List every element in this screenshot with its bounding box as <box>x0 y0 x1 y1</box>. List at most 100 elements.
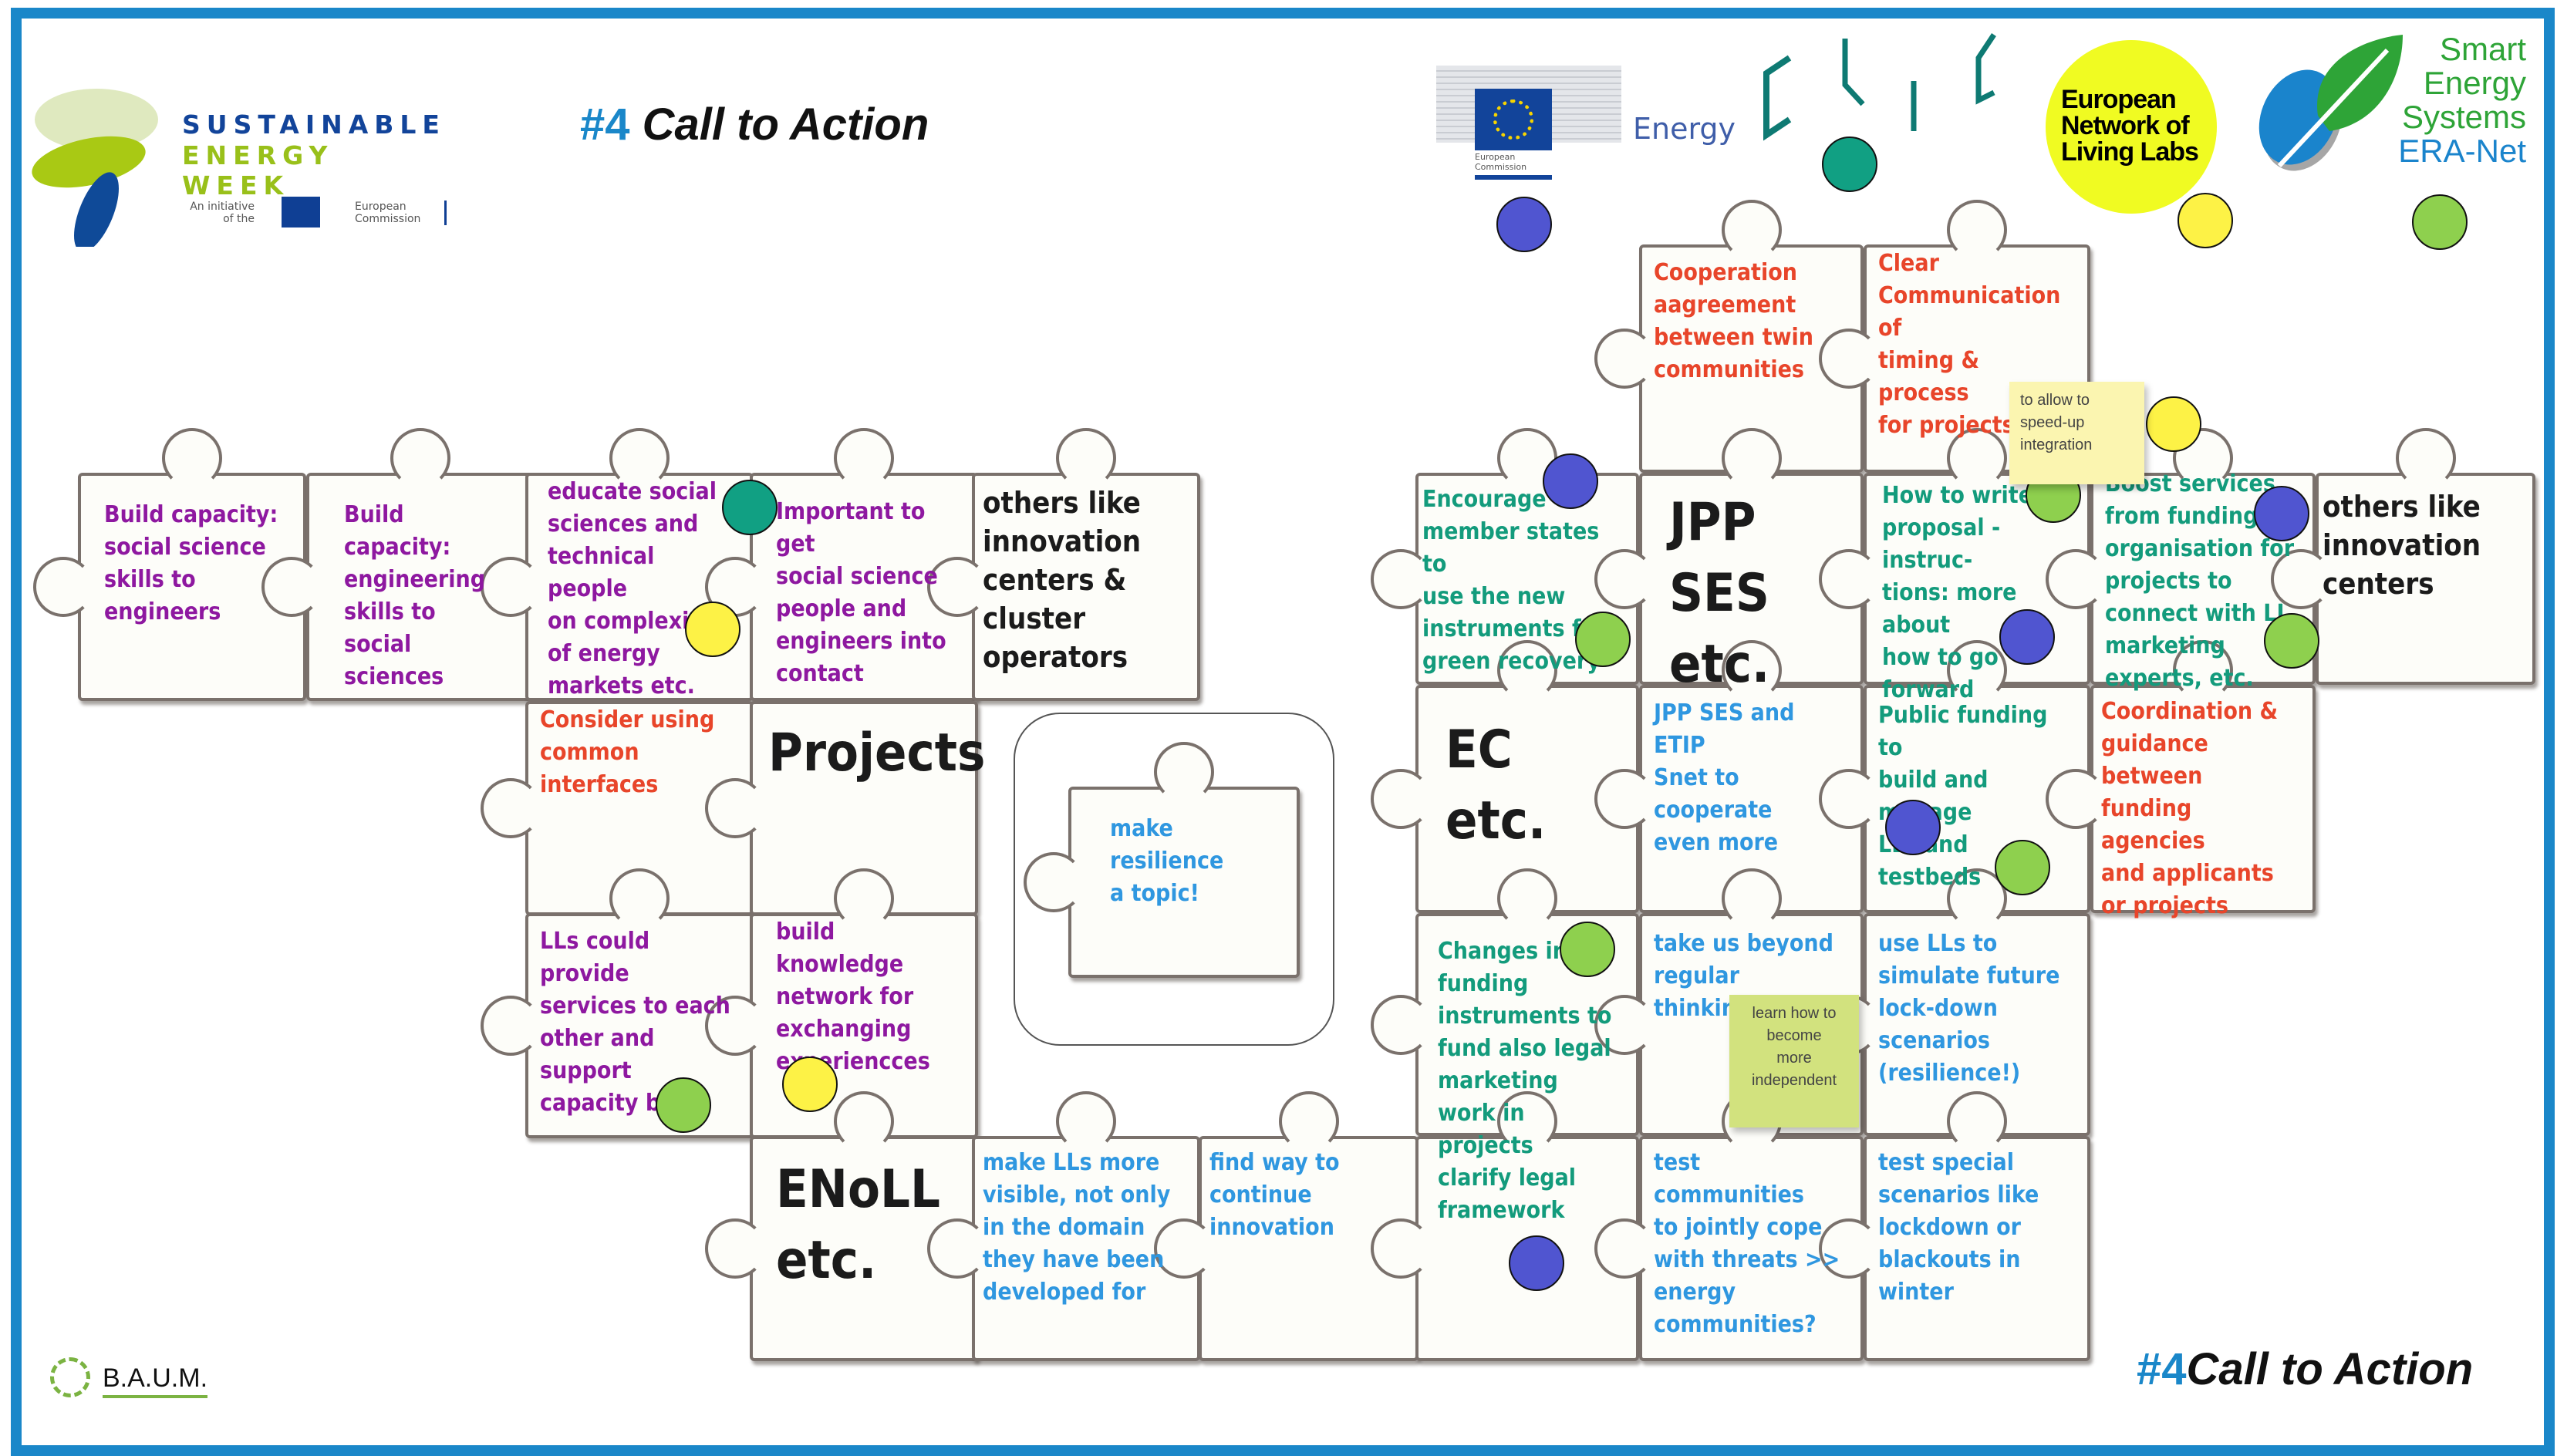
puzzle-tab <box>1721 200 1782 260</box>
sew-line2: ENERGY WEEK <box>182 140 334 201</box>
vote-dot[interactable] <box>1822 136 1877 192</box>
vote-dot[interactable] <box>1999 609 2055 665</box>
puzzle-tab <box>1278 1091 1339 1151</box>
eu-flag-icon <box>1475 89 1552 150</box>
puzzle-piece-text: find way to continue innovation <box>1209 1149 1340 1241</box>
puzzle-piece-text: take us beyond regular thinking! <box>1654 930 1833 1022</box>
puzzle-piece: educate social sciences and technical pe… <box>481 428 754 701</box>
puzzle-piece: LLs could provide services to each other… <box>481 868 754 1138</box>
vote-dot[interactable] <box>2146 396 2201 452</box>
puzzle-piece-text: use LLs to simulate future lock-down sce… <box>1878 930 2060 1087</box>
puzzle-piece-text: Consider using common interfaces <box>540 706 715 798</box>
puzzle-tab <box>1371 1218 1431 1279</box>
puzzle-piece-text: build knowledge network for exchanging e… <box>776 918 930 1075</box>
vote-dot[interactable] <box>2254 486 2309 541</box>
puzzle-piece: others like innovation centers <box>2271 428 2535 685</box>
puzzle-piece-text: clarify legal framework <box>1438 1164 1577 1224</box>
puzzle-piece: make LLs more visible, not only in the d… <box>927 1091 1200 1361</box>
sew-line1: SUSTAINABLE <box>182 110 446 140</box>
vote-dot[interactable] <box>2264 613 2319 669</box>
baum-label: B.A.U.M. <box>103 1363 208 1398</box>
puzzle-piece: Cooperation aagreement between twin comm… <box>1594 200 1864 473</box>
vote-dot[interactable] <box>1885 800 1941 855</box>
puzzle-piece: others like innovation centers & cluster… <box>927 428 1200 701</box>
ses-line2: Energy <box>2423 65 2526 101</box>
ec-energy-label: Energy <box>1633 112 1736 146</box>
vote-dot[interactable] <box>1560 922 1615 977</box>
highlight-puzzle-piece-text: make resilience a topic! <box>1110 815 1224 907</box>
puzzle-tab <box>1947 1091 2007 1151</box>
sticky-note[interactable]: learn how to become more independent <box>1729 995 1859 1127</box>
puzzle-tab <box>1819 548 1879 609</box>
puzzle-piece-text: Projects <box>768 723 986 784</box>
vote-dot[interactable] <box>685 602 740 657</box>
vote-dot[interactable] <box>1496 197 1552 252</box>
puzzle-piece: Boost services from funding organisation… <box>2046 428 2316 692</box>
puzzle-tab <box>1819 1218 1879 1279</box>
sticky-note[interactable]: to allow to speed-up integration <box>2009 382 2144 484</box>
ses-line3: Systems <box>2401 99 2526 135</box>
clic-logo <box>1763 33 1996 141</box>
puzzle-tab <box>1947 428 2007 488</box>
puzzle-tab <box>1371 548 1431 609</box>
sew-initiative: An initiative of the <box>190 201 255 225</box>
puzzle-piece-text: Build capacity: social science skills to… <box>104 501 278 625</box>
baum-leaf-icon <box>50 1357 90 1397</box>
puzzle-tab <box>1721 428 1782 488</box>
puzzle-piece: Public funding to build and manage LLs a… <box>1819 640 2090 913</box>
puzzle-piece-text: Clear Communication of timing & process … <box>1878 250 2061 439</box>
ec-caption: European Commission <box>1475 152 1527 172</box>
vote-dot[interactable] <box>1543 453 1598 509</box>
puzzle-tab <box>1721 868 1782 929</box>
puzzle-tab <box>1594 994 1655 1055</box>
vote-dot[interactable] <box>722 480 778 535</box>
ses-line1: Smart <box>2439 31 2526 67</box>
page-title: #4 Call to Action <box>580 99 929 150</box>
puzzle-tab <box>2173 640 2233 700</box>
puzzle-tab <box>261 557 322 617</box>
puzzle-tab <box>1056 1091 1116 1151</box>
puzzle-piece-text: JPP SES and ETIP Snet to cooperate even … <box>1654 699 1795 856</box>
puzzle-tab <box>927 557 987 617</box>
highlight-box <box>1014 713 1334 1046</box>
puzzle-piece-text: make LLs more visible, not only in the d… <box>983 1149 1171 1306</box>
puzzle-piece: JPP SES etc. <box>1594 428 1864 695</box>
puzzle-tab <box>162 428 222 488</box>
eu-flag-icon <box>282 197 320 228</box>
sticky-note-text: learn how to become more independent <box>1751 1005 1837 1089</box>
smart-energy-systems-logo: Smart Energy Systems ERA-Net <box>2248 31 2526 177</box>
puzzle-tab <box>1819 329 1879 389</box>
puzzle-piece-text: others like innovation centers <box>2323 490 2481 601</box>
puzzle-piece: test special scenarios like lockdown or … <box>1819 1091 2090 1361</box>
puzzle-tab <box>33 557 93 617</box>
puzzle-tab <box>834 428 894 488</box>
vote-dot[interactable] <box>1995 840 2050 895</box>
puzzle-tab <box>1947 640 2007 700</box>
vote-dot[interactable] <box>1509 1235 1564 1291</box>
puzzle-tab <box>1594 769 1655 829</box>
vote-dot[interactable] <box>1575 612 1631 667</box>
ses-leaf-icon <box>2258 35 2403 171</box>
puzzle-tab <box>705 778 765 838</box>
vote-dot[interactable] <box>782 1057 838 1112</box>
puzzle-tab <box>1721 640 1782 700</box>
vote-dot[interactable] <box>2412 194 2468 250</box>
puzzle-tab <box>1594 1218 1655 1279</box>
puzzle-piece-text: JPP SES etc. <box>1669 492 1770 695</box>
vote-dot[interactable] <box>656 1077 711 1133</box>
puzzle-tab <box>390 428 450 488</box>
sew-leaf-icon <box>32 89 158 247</box>
vote-dot[interactable] <box>2177 193 2233 248</box>
sew-commission: European Commission <box>355 201 447 225</box>
puzzle-piece: Projects <box>705 701 986 915</box>
puzzle-piece-text: ENoLL etc. <box>776 1159 940 1291</box>
puzzle-tab <box>705 1218 765 1279</box>
highlight-puzzle-piece: make resilience a topic! <box>1024 742 1300 978</box>
puzzle-piece-text: EC etc. <box>1445 720 1547 851</box>
puzzle-tab <box>1497 640 1557 700</box>
enoll-logo: European Network of Living Labs <box>2046 40 2217 214</box>
puzzle-tab <box>609 428 670 488</box>
puzzle-piece: Important to get social science people a… <box>705 428 978 701</box>
enoll-line2: Network of <box>2061 111 2190 140</box>
footer-title-label: Call to Action <box>2186 1344 2474 1394</box>
